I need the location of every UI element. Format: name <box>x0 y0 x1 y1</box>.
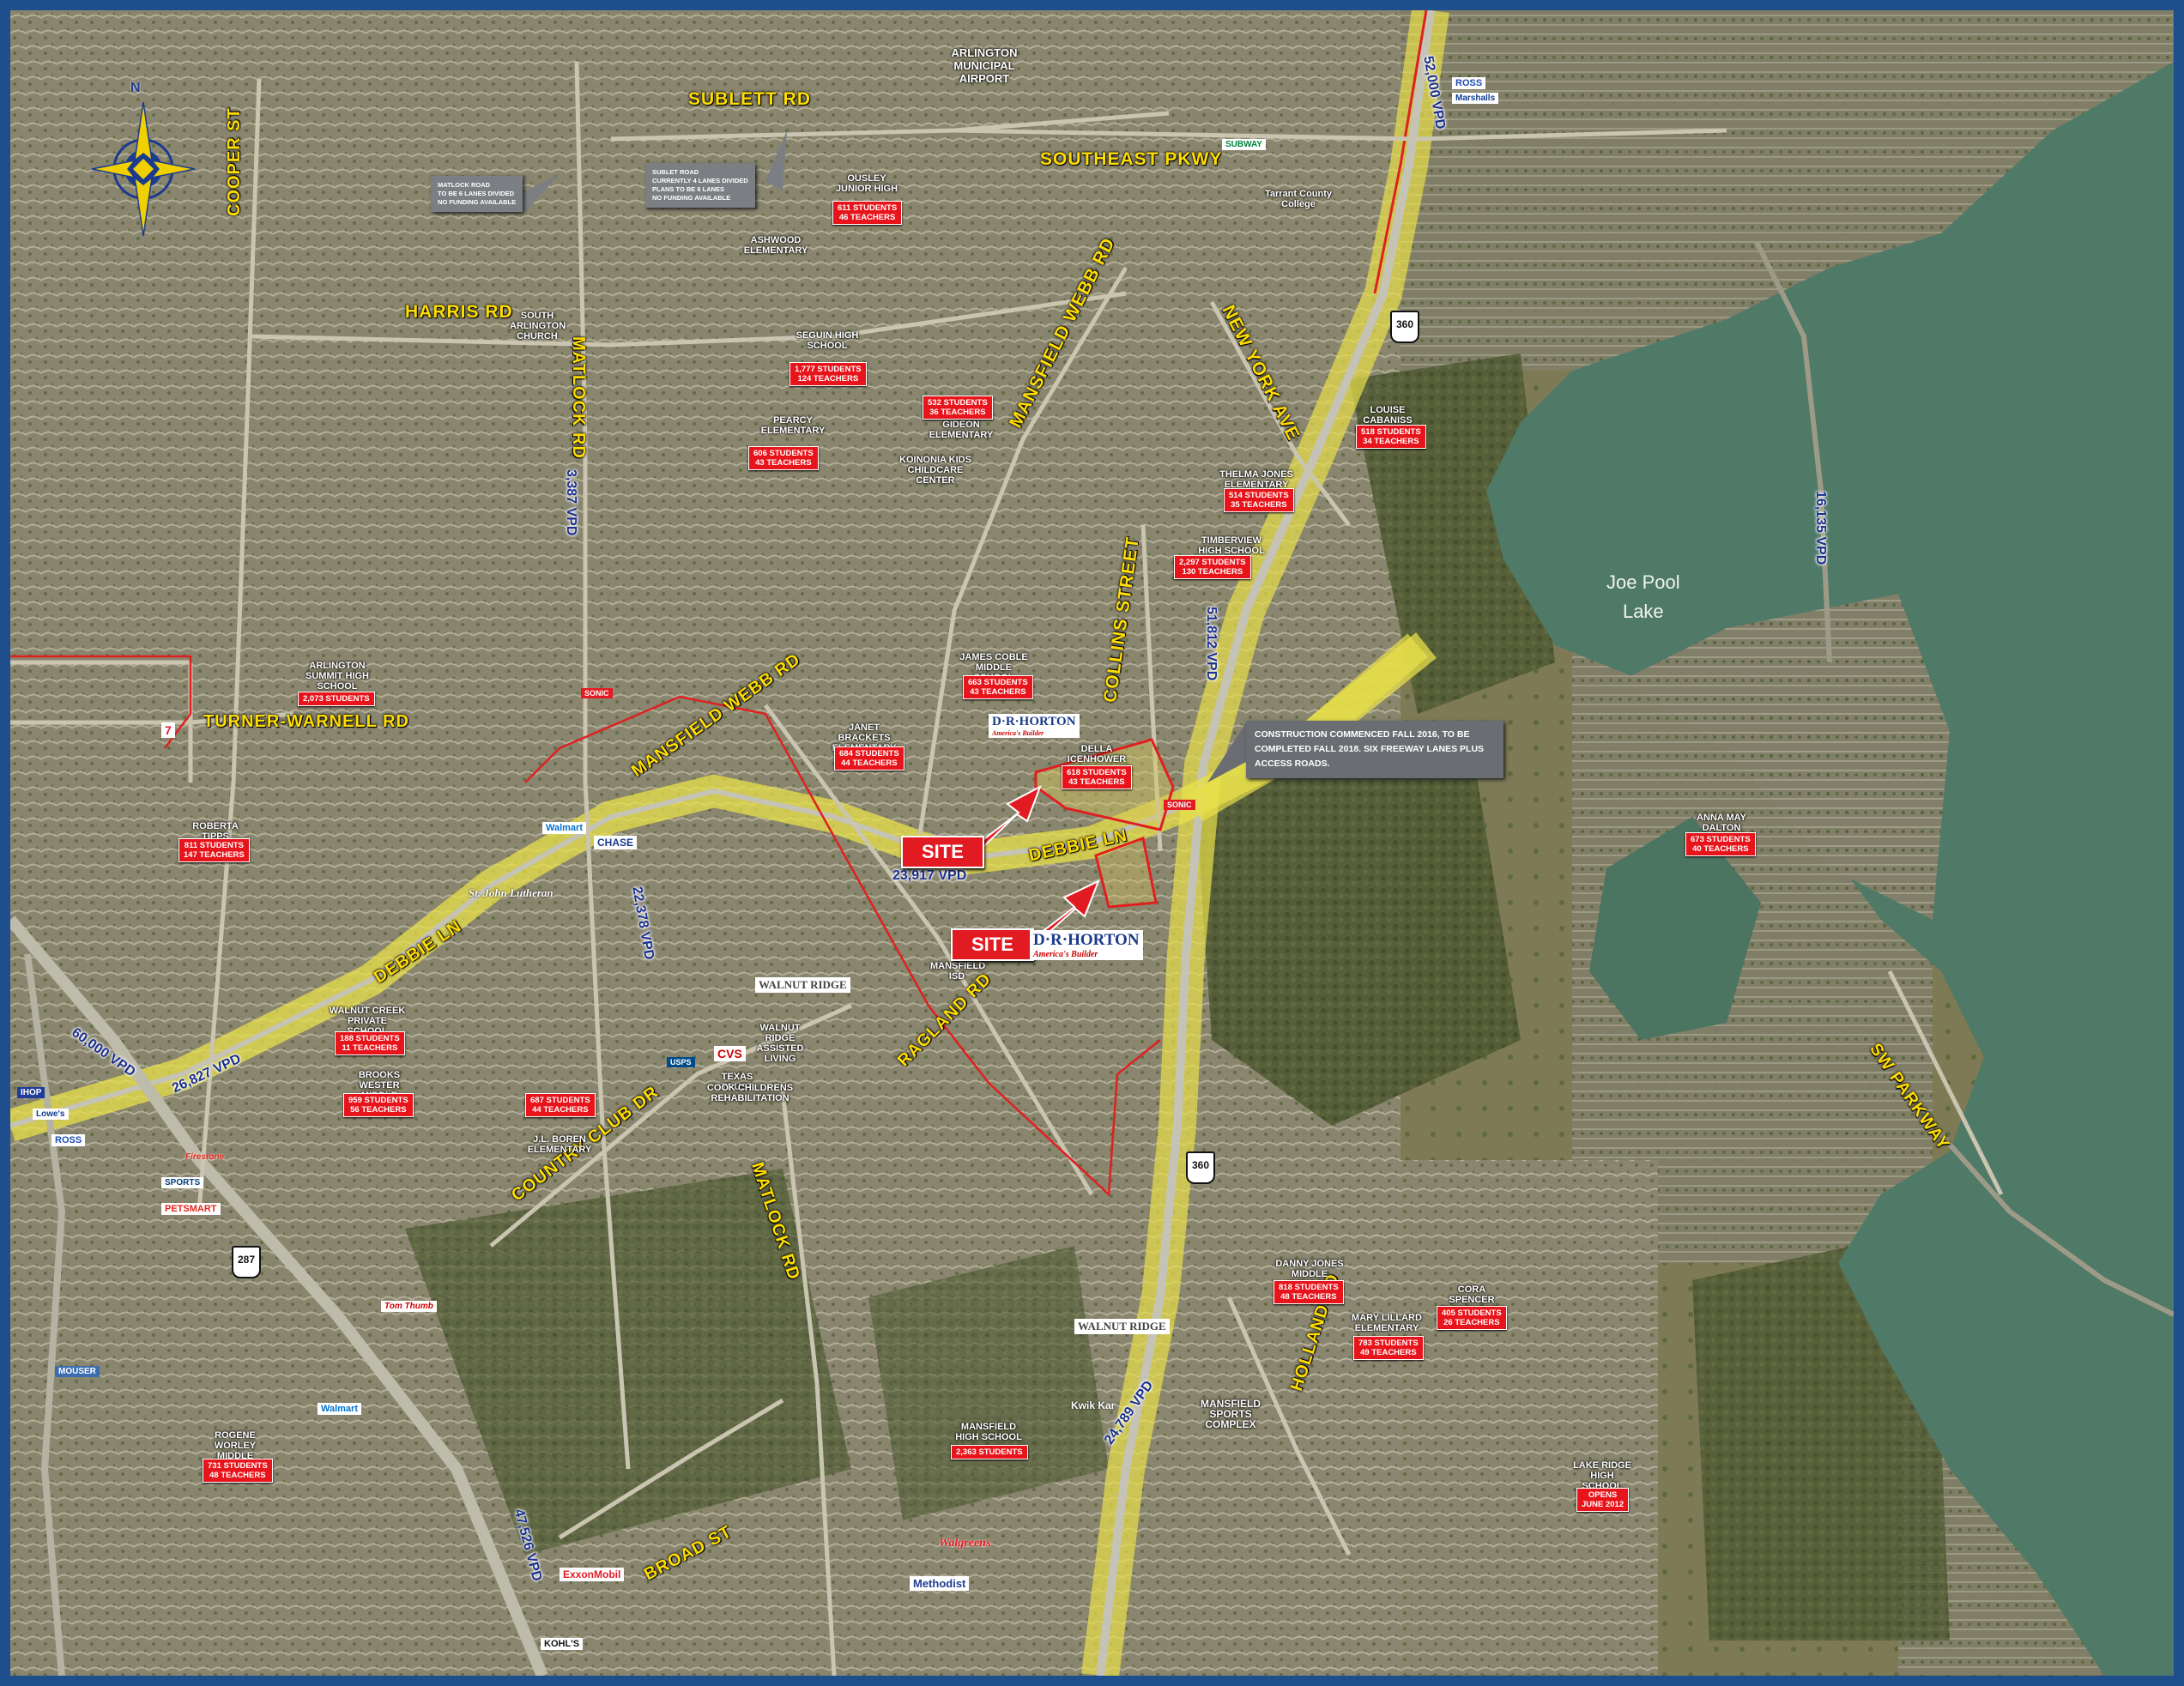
aerial-map[interactable]: N SUBLETT RD SOUTHEAST PKWY COOPER ST HA… <box>10 10 2174 1676</box>
ross-north-logo: ROSS <box>1452 77 1486 89</box>
hwy287-shield: 287 <box>232 1246 261 1278</box>
place-arlington-summit: ARLINGTON SUMMIT HIGH SCHOOL <box>306 661 369 692</box>
hwy360-shield-north: 360 <box>1390 311 1419 343</box>
usps-logo: USPS <box>667 1057 695 1067</box>
mouser-logo: MOUSER <box>55 1366 100 1377</box>
callout-sublett: SUBLET ROAD CURRENTLY 4 LANES DIVIDED PL… <box>645 163 755 208</box>
place-texas-trust: TEXAS TRUST <box>721 1072 753 1092</box>
place-lake-ridge: LAKE RIDGE HIGH SCHOOL <box>1573 1460 1631 1491</box>
kohls-logo: KOHL'S <box>541 1638 584 1650</box>
site-label-south[interactable]: SITE <box>951 928 1034 961</box>
joe-pool-lake-label: Joe Pool Lake <box>1606 568 1680 626</box>
firestone-logo: Firestone <box>185 1152 225 1162</box>
place-airport: ARLINGTON MUNICIPAL AIRPORT <box>951 46 1018 85</box>
methodist-logo: Methodist <box>910 1576 970 1591</box>
road-sublett: SUBLETT RD <box>688 89 811 109</box>
place-jl-boren: J.L. BOREN ELEMENTARY <box>527 1134 592 1155</box>
place-south-arlington-church: SOUTH ARLINGTON CHURCH <box>510 311 566 341</box>
sonic-south-logo: SONIC <box>1164 800 1195 810</box>
place-thelma: THELMA JONES ELEMENTARY <box>1219 469 1293 490</box>
kwik-kar-logo: Kwik Kar <box>1071 1399 1116 1411</box>
st-john-lutheran-logo: St. John Lutheran <box>469 886 554 899</box>
hwy360-shield-south: 360 <box>1186 1151 1215 1184</box>
road-matlock-north: MATLOCK RD <box>569 336 588 459</box>
sonic-north-logo: SONIC <box>581 688 613 698</box>
road-cooper: COOPER ST <box>225 107 244 216</box>
place-tarrant: Tarrant County College <box>1264 189 1333 209</box>
place-walnut-ridge-assisted: WALNUT RIDGE ASSISTED LIVING <box>756 1023 804 1064</box>
ihop-logo: IHOP <box>17 1087 45 1098</box>
place-seguin: SEGUIN HIGH SCHOOL <box>796 330 859 351</box>
place-mary-lillard: MARY LILLARD ELEMENTARY <box>1352 1313 1422 1333</box>
stat-arlington-summit: 2,073 STUDENTS <box>298 692 375 706</box>
lake-line-2: Lake <box>1622 601 1664 622</box>
cvs-logo: CVS <box>714 1046 746 1061</box>
callout-construction: CONSTRUCTION COMMENCED FALL 2016, TO BE … <box>1246 721 1503 778</box>
site-label-north[interactable]: SITE <box>901 836 984 868</box>
walmart-south-logo: Walmart <box>318 1403 361 1415</box>
walmart-north-logo: Walmart <box>542 822 586 834</box>
walgreens-logo: Walgreens <box>939 1537 991 1550</box>
marshalls-logo: Marshalls <box>1452 93 1499 104</box>
place-mansfield-isd: MANSFIELD ISD <box>930 961 986 982</box>
sports-logo: SPORTS <box>161 1177 204 1188</box>
place-ousley: OUSLEY JUNIOR HIGH <box>835 173 898 194</box>
road-turner-warnell: TURNER-WARNELL RD <box>203 712 409 731</box>
compass-north-label: N <box>130 81 142 95</box>
place-mansfield-hs: MANSFIELD HIGH SCHOOL <box>955 1422 1022 1442</box>
place-ashwood: ASHWOOD ELEMENTARY <box>743 235 808 256</box>
compass-rose <box>91 101 196 237</box>
map-base <box>10 10 2174 1676</box>
subway-logo: SUBWAY <box>1222 139 1266 150</box>
road-southeast-pkwy: SOUTHEAST PKWY <box>1040 149 1223 169</box>
place-mansfield-sports: MANSFIELD SPORTS COMPLEX <box>1201 1398 1261 1430</box>
traffic-matlock: 3,387 VPD <box>564 469 578 536</box>
place-cook-childrens: COOK CHILDRENS REHABILITATION <box>706 1083 794 1103</box>
walnut-ridge-logo-top: WALNUT RIDGE <box>755 977 850 993</box>
stat-mansfield-hs: 2,363 STUDENTS <box>951 1445 1028 1459</box>
walnut-ridge-logo-bottom: WALNUT RIDGE <box>1074 1319 1170 1334</box>
callout-matlock: MATLOCK ROAD TO BE 6 LANES DIVIDED NO FU… <box>431 176 523 212</box>
lowes-logo: Lowe's <box>33 1109 69 1120</box>
lake-line-1: Joe Pool <box>1606 571 1680 593</box>
traffic-hwy360-mid: 51,812 VPD <box>1204 607 1219 681</box>
ross-south-logo: ROSS <box>51 1134 86 1146</box>
road-harris: HARRIS RD <box>405 302 513 322</box>
place-pearcy: PEARCY ELEMENTARY <box>760 415 826 436</box>
traffic-debbie-east: 23,917 VPD <box>892 868 967 883</box>
exxonmobil-logo: ExxonMobil <box>560 1568 625 1581</box>
chase-logo: CHASE <box>594 836 638 849</box>
traffic-lake-bridge: 16,135 VPD <box>1813 491 1828 565</box>
petsmart-logo: PETSMART <box>161 1203 221 1215</box>
tom-thumb-logo: Tom Thumb <box>381 1301 437 1312</box>
place-koinonia: KOINONIA KIDS CHILDCARE CENTER <box>899 455 971 486</box>
seven-eleven-logo: 7 <box>161 722 175 738</box>
place-timberview: TIMBERVIEW HIGH SCHOOL <box>1198 535 1265 556</box>
